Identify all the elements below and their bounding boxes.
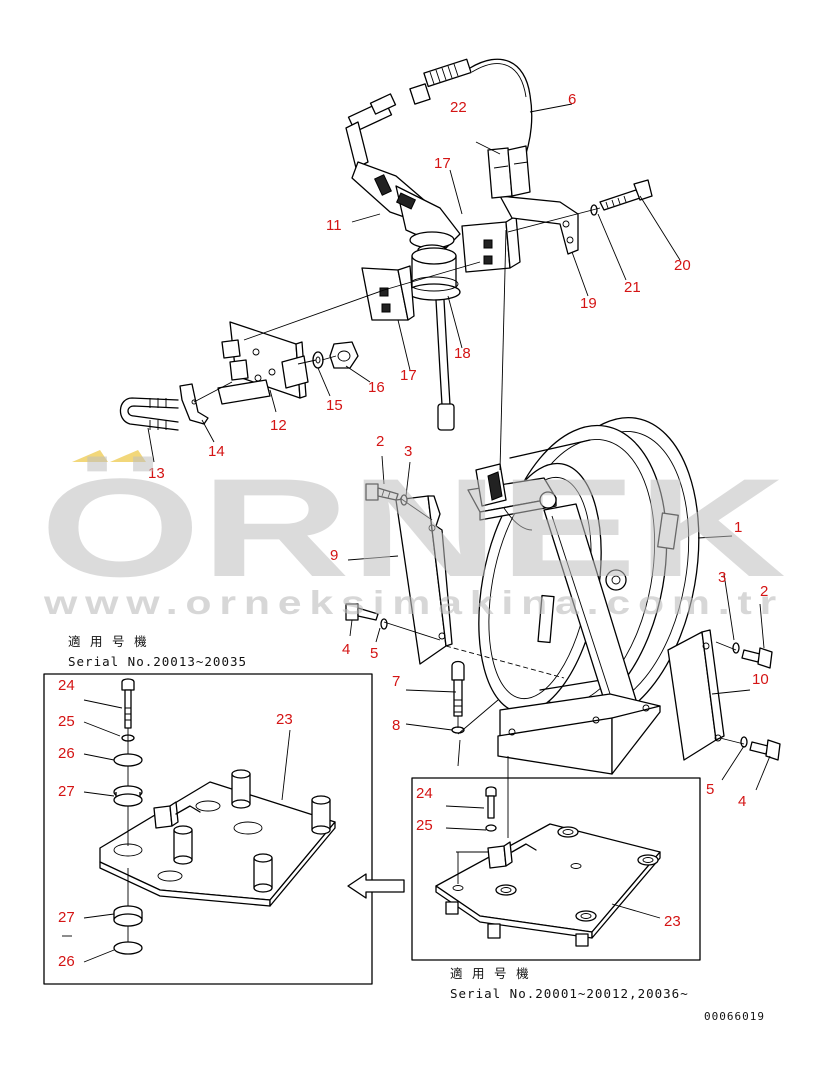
left-applicable-label: 適 用 号 機 bbox=[68, 634, 148, 649]
callout-19: 19 bbox=[580, 295, 597, 312]
callout-12: 12 bbox=[270, 417, 287, 434]
right-applicable-label: 適 用 号 機 bbox=[450, 966, 530, 981]
callout-21: 21 bbox=[624, 279, 641, 296]
callout-17-top: 17 bbox=[434, 155, 451, 172]
u-bolt-13 bbox=[119, 397, 179, 431]
hose-reel-1 bbox=[467, 416, 700, 775]
bolt-7 bbox=[451, 660, 465, 717]
callout-2-left: 2 bbox=[376, 433, 384, 450]
callout-24-right: 24 bbox=[416, 785, 433, 802]
callout-4-left: 4 bbox=[342, 641, 350, 658]
left-serial-range: Serial No.20013~20035 bbox=[68, 654, 247, 669]
bracket-19 bbox=[487, 145, 579, 255]
callout-7: 7 bbox=[392, 673, 400, 690]
plate-12 bbox=[217, 321, 309, 405]
callout-14: 14 bbox=[208, 443, 225, 460]
right-serial-range: Serial No.20001~20012,20036~ bbox=[450, 986, 689, 1001]
callout-23-left: 23 bbox=[276, 711, 293, 728]
callout-25-left: 25 bbox=[58, 713, 75, 730]
callout-24-left: 24 bbox=[58, 677, 75, 694]
washer-5-left bbox=[380, 618, 388, 630]
watermark-brand: ÖRNEK bbox=[40, 449, 786, 606]
callout-27-left: 27 bbox=[58, 783, 75, 800]
callout-25-right: 25 bbox=[416, 817, 433, 834]
callout-17-left: 17 bbox=[400, 367, 417, 384]
callout-18: 18 bbox=[454, 345, 471, 362]
callout-26-lower: 26 bbox=[58, 953, 75, 970]
callout-11: 11 bbox=[326, 217, 342, 234]
callout-26-left: 26 bbox=[58, 745, 75, 762]
bracket-17-center bbox=[461, 215, 521, 273]
arrow-left-icon bbox=[347, 873, 405, 899]
callout-leaders bbox=[147, 103, 771, 791]
detail-box-left bbox=[43, 673, 373, 985]
clamp-14 bbox=[179, 383, 209, 425]
watermark-dot-left bbox=[72, 450, 108, 462]
callout-13: 13 bbox=[148, 465, 165, 482]
swivel-joint bbox=[407, 247, 461, 431]
washer-5-right bbox=[740, 736, 748, 748]
watermark-url: www.orneksimakina.com.tr bbox=[43, 584, 784, 621]
serial-labels: 適 用 号 機 Serial No.20013~20035 適 用 号 機 Se… bbox=[68, 634, 765, 1023]
callout-27-lower: 27 bbox=[58, 909, 75, 926]
callout-6: 6 bbox=[568, 91, 576, 108]
bolt-20 bbox=[590, 179, 653, 216]
callout-8: 8 bbox=[392, 717, 400, 734]
bracket-17-left bbox=[361, 265, 415, 321]
callout-3-right: 3 bbox=[718, 569, 726, 586]
callout-4-right: 4 bbox=[738, 793, 746, 810]
hose-assembly bbox=[409, 58, 533, 166]
callout-1: 1 bbox=[734, 519, 742, 536]
plate-10 bbox=[667, 629, 725, 761]
callout-3-left: 3 bbox=[404, 443, 412, 460]
callout-23-right: 23 bbox=[664, 913, 681, 930]
assembly-lines bbox=[193, 207, 745, 838]
bolt-4-right bbox=[749, 739, 781, 761]
callout-5-right: 5 bbox=[706, 781, 714, 798]
callout-16: 16 bbox=[368, 379, 385, 396]
drawing-number: 00066019 bbox=[704, 1010, 765, 1023]
bolt-2-right bbox=[741, 647, 773, 669]
callout-2-right: 2 bbox=[760, 583, 768, 600]
callout-22: 22 bbox=[450, 99, 467, 116]
bolt-2-left bbox=[365, 483, 399, 501]
washer-3-right bbox=[732, 642, 740, 654]
detail-box-right bbox=[411, 777, 701, 961]
washer-3-left bbox=[400, 494, 408, 506]
callout-20: 20 bbox=[674, 257, 691, 274]
callout-5-left: 5 bbox=[370, 645, 378, 662]
callout-labels: 1 2 2 3 3 4 4 5 5 6 7 8 9 10 11 12 13 14… bbox=[58, 91, 769, 970]
bracket-9 bbox=[395, 495, 453, 665]
watermark: ÖRNEK www.orneksimakina.com.tr bbox=[40, 449, 786, 621]
valve-assembly bbox=[345, 93, 461, 256]
callout-15: 15 bbox=[326, 397, 343, 414]
watermark-dot-right bbox=[110, 450, 146, 462]
bolt-4-left bbox=[345, 603, 379, 621]
nut-16 bbox=[329, 341, 359, 369]
callout-9: 9 bbox=[330, 547, 338, 564]
callout-10: 10 bbox=[752, 671, 769, 688]
